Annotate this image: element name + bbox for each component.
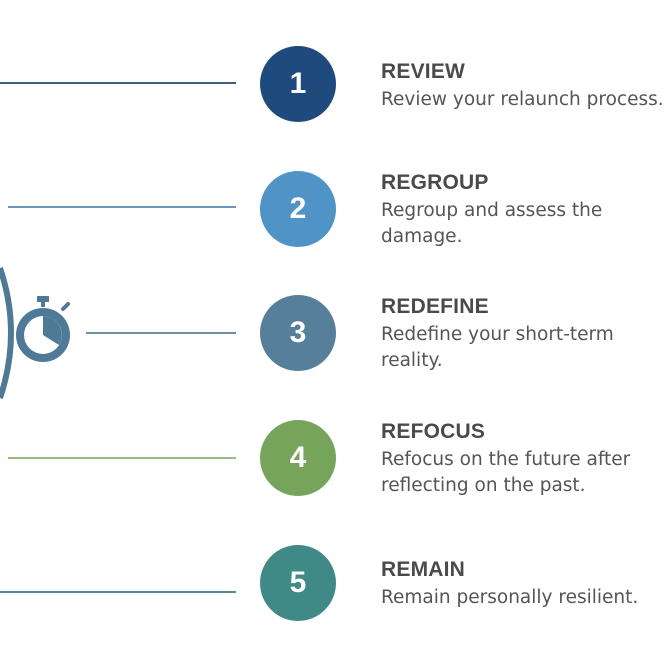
- step-title-1: REVIEW: [381, 60, 466, 83]
- step-text-4: REFOCUS Refocus on the future after refl…: [381, 419, 646, 499]
- step-text-3: REDEFINE Redefine your short-term realit…: [381, 294, 631, 374]
- step-text-1: REVIEW Review your relaunch process.: [381, 59, 666, 113]
- step-title-5: REMAIN: [381, 558, 466, 581]
- step-description-3: Redefine your short-term reality.: [381, 324, 614, 371]
- step-number-circle-4: 4: [260, 420, 336, 496]
- step-number-circle-5: 5: [260, 545, 336, 621]
- step-description-2: Regroup and assess the damage.: [381, 200, 603, 247]
- step-description-5: Remain personally resilient.: [381, 587, 639, 608]
- step-text-2: REGROUP Regroup and assess the damage.: [381, 170, 621, 250]
- step-description-1: Review your relaunch process.: [381, 89, 664, 110]
- stopwatch-icon: [16, 296, 70, 362]
- step-description-4: Refocus on the future after reflecting o…: [381, 449, 631, 496]
- step-number-circle-1: 1: [260, 46, 336, 122]
- hub-arc: [0, 267, 14, 399]
- step-text-5: REMAIN Remain personally resilient.: [381, 557, 666, 611]
- step-number-circle-3: 3: [260, 295, 336, 371]
- step-title-3: REDEFINE: [381, 295, 489, 318]
- step-title-2: REGROUP: [381, 171, 489, 194]
- step-number-circle-2: 2: [260, 171, 336, 247]
- step-title-4: REFOCUS: [381, 420, 486, 443]
